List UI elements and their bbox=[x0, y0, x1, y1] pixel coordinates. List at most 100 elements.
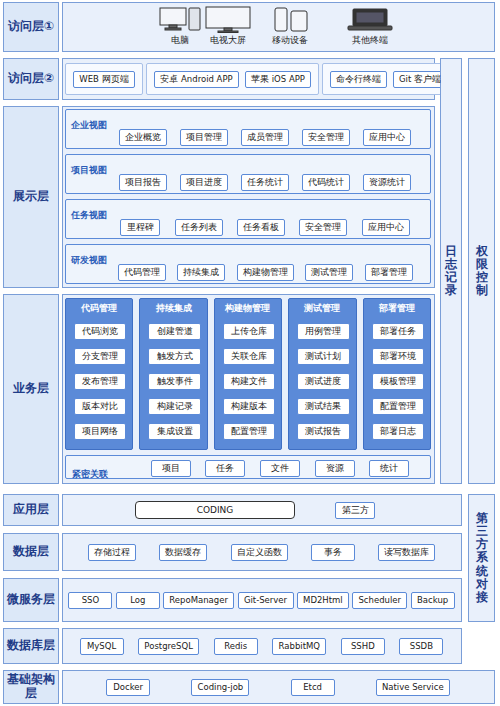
item-box: 任务统计 bbox=[241, 174, 289, 191]
item-label: MD2Html bbox=[303, 596, 343, 605]
item-box: SSDB bbox=[399, 638, 443, 655]
icon-part bbox=[165, 28, 181, 30]
item-box: 代码浏览 bbox=[74, 323, 126, 340]
item-box: 任务 bbox=[205, 460, 245, 477]
item-box: Git-Server bbox=[238, 592, 294, 609]
item-label: 任务列表 bbox=[181, 223, 217, 232]
side-bar-label: 第三方系统对接 bbox=[476, 512, 488, 604]
item-box: 里程碑 bbox=[120, 219, 160, 236]
device-icon: 电视大屏 bbox=[200, 5, 256, 49]
layer-band: 基础架构层DockerCoding-jobEtcdNative Service bbox=[3, 670, 495, 704]
item-box: SSHD bbox=[341, 638, 385, 655]
item-box: Scheduler bbox=[352, 592, 407, 609]
module-column: 测试管理用例管理测试计划测试进度测试结果测试报告 bbox=[288, 298, 356, 450]
item-label: 创建管道 bbox=[157, 327, 193, 336]
icon-part bbox=[189, 8, 200, 30]
item-box: 读写数据库 bbox=[378, 544, 435, 561]
item-label: 集成设置 bbox=[157, 427, 193, 436]
item-label: 读写数据库 bbox=[384, 548, 429, 557]
device-icon: 移动设备 bbox=[262, 5, 318, 49]
view-panel: 项目视图项目报告项目进度任务统计代码统计资源统计 bbox=[65, 154, 431, 194]
item-label: 安全管理 bbox=[305, 223, 341, 232]
item-label: 第三方 bbox=[342, 506, 369, 515]
item-box: Docker bbox=[106, 679, 150, 696]
module-title: 测试管理 bbox=[289, 304, 355, 314]
item-label: 版本对比 bbox=[82, 402, 118, 411]
device-icon: 电脑 bbox=[152, 5, 208, 49]
item-label: 构建记录 bbox=[157, 402, 193, 411]
item-label: 配置管理 bbox=[231, 427, 267, 436]
item-label: RepoManager bbox=[169, 596, 228, 605]
item-box: Native Service bbox=[376, 679, 450, 696]
item-box: 触发事件 bbox=[148, 373, 200, 390]
icon-part bbox=[356, 12, 384, 23]
item-label: 发布管理 bbox=[82, 377, 118, 386]
layer-name: 访问层① bbox=[3, 20, 59, 34]
item-box: 测试进度 bbox=[297, 373, 349, 390]
item-label: Native Service bbox=[382, 683, 444, 692]
layer-band: 访问层②WEB 网页端安卓 Android APP苹果 iOS APP命令行终端… bbox=[3, 58, 435, 100]
item-box: 成员管理 bbox=[241, 129, 289, 146]
side-bar-label: 权限控制 bbox=[476, 245, 488, 298]
item-box: 版本对比 bbox=[74, 398, 126, 415]
view-title: 项目视图 bbox=[71, 166, 107, 176]
device-icon: 其他终端 bbox=[342, 5, 398, 49]
item-box: Log bbox=[116, 592, 160, 609]
item-box: 构建文件 bbox=[223, 373, 275, 390]
module-column: 代码管理代码浏览分支管理发布管理版本对比项目网络 bbox=[65, 298, 133, 450]
item-label: RabbitMQ bbox=[279, 642, 320, 651]
item-label: 数据缓存 bbox=[165, 548, 201, 557]
device-label: 电脑 bbox=[152, 36, 208, 45]
item-label: 测试管理 bbox=[311, 268, 347, 277]
item-label: 配置管理 bbox=[380, 402, 416, 411]
item-label: Redis bbox=[224, 642, 247, 651]
platform-box: CODING bbox=[135, 501, 295, 519]
item-label: 代码浏览 bbox=[82, 327, 118, 336]
device-label: 电视大屏 bbox=[200, 36, 256, 45]
item-box: 命令行终端 bbox=[330, 71, 387, 88]
item-box: 发布管理 bbox=[74, 373, 126, 390]
item-label: 部署管理 bbox=[371, 268, 407, 277]
item-box: 测试结果 bbox=[297, 398, 349, 415]
item-box: 任务看板 bbox=[237, 219, 285, 236]
item-label: 应用中心 bbox=[369, 133, 405, 142]
item-box: 部署任务 bbox=[372, 323, 424, 340]
item-box: 项目 bbox=[151, 460, 191, 477]
item-label: 构建物管理 bbox=[243, 268, 288, 277]
side-bar: 权限控制 bbox=[468, 58, 495, 484]
item-label: 存储过程 bbox=[94, 548, 130, 557]
item-label: 测试计划 bbox=[305, 352, 341, 361]
view-panel: 研发视图代码管理持续集成构建物管理测试管理部署管理 bbox=[65, 244, 431, 284]
item-box: Coding-job bbox=[191, 679, 249, 696]
item-label: SSDB bbox=[410, 642, 433, 651]
item-label: 安卓 Android APP bbox=[160, 75, 232, 84]
view-panel: 任务视图里程碑任务列表任务看板安全管理应用中心 bbox=[65, 199, 431, 239]
device-label: 移动设备 bbox=[262, 36, 318, 45]
item-label: 自定义函数 bbox=[237, 548, 282, 557]
layer-band: 访问层① 电脑电视大屏移动设备 其他终端 bbox=[3, 2, 495, 52]
item-box: 代码统计 bbox=[302, 174, 350, 191]
item-label: Git 客户端 bbox=[399, 75, 441, 84]
item-box: 项目管理 bbox=[180, 129, 228, 146]
item-box: 存储过程 bbox=[88, 544, 136, 561]
item-label: 项目管理 bbox=[186, 133, 222, 142]
item-box: 统计 bbox=[369, 460, 409, 477]
layer-band: 数据层存储过程数据缓存自定义函数事务读写数据库 bbox=[3, 533, 462, 571]
layer-name: 基础架构层 bbox=[3, 673, 59, 701]
item-label: 关联仓库 bbox=[231, 352, 267, 361]
item-label: 构建版本 bbox=[231, 402, 267, 411]
item-label: Backup bbox=[417, 596, 448, 605]
layer-name: 应用层 bbox=[3, 503, 59, 517]
item-box: 任务列表 bbox=[175, 219, 223, 236]
item-box: 应用中心 bbox=[362, 219, 410, 236]
item-box: PostgreSQL bbox=[138, 638, 199, 655]
side-bar-label: 日志记录 bbox=[445, 245, 457, 298]
view-title: 企业视图 bbox=[71, 121, 107, 131]
relation-title: 紧密关联 bbox=[72, 470, 108, 480]
item-box: Redis bbox=[214, 638, 258, 655]
item-label: 成员管理 bbox=[247, 133, 283, 142]
item-label: 用例管理 bbox=[305, 327, 341, 336]
side-bar: 日志记录 bbox=[440, 58, 462, 484]
item-box: 代码管理 bbox=[118, 264, 166, 281]
icon-part bbox=[348, 26, 392, 30]
